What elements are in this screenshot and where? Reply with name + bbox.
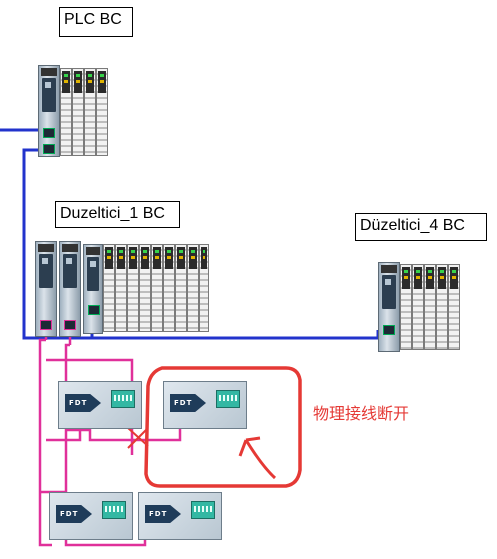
power-module[interactable] <box>59 241 81 337</box>
io-module[interactable] <box>96 68 108 156</box>
io-module[interactable] <box>115 244 127 332</box>
io-module[interactable] <box>436 264 448 350</box>
serial-port[interactable] <box>64 320 76 330</box>
duzeltici-1-ethernet-port[interactable] <box>88 305 100 315</box>
io-module[interactable] <box>139 244 151 332</box>
fdt-device-node[interactable]: FDT <box>138 492 222 540</box>
io-module[interactable] <box>187 244 199 332</box>
disconnect-annotation: 物理接线断开 <box>313 404 410 423</box>
device-icon <box>216 390 240 408</box>
plc-ethernet-port[interactable] <box>43 144 55 154</box>
io-module[interactable] <box>424 264 436 350</box>
plc-ethernet-port[interactable] <box>43 128 55 138</box>
annotation-arrow <box>238 436 277 480</box>
fdt-logo-icon: FDT <box>65 394 101 412</box>
device-icon <box>102 501 126 519</box>
io-module[interactable] <box>163 244 175 332</box>
device-icon <box>191 501 215 519</box>
fdt-device-node[interactable]: FDT <box>58 381 142 429</box>
io-module[interactable] <box>400 264 412 350</box>
plc-head-module[interactable] <box>38 65 60 157</box>
duzeltici-4-ethernet-port[interactable] <box>383 325 395 335</box>
fdt-logo-icon: FDT <box>145 505 181 523</box>
io-module[interactable] <box>175 244 187 332</box>
io-module[interactable] <box>103 244 115 332</box>
io-module[interactable] <box>199 244 209 332</box>
io-module[interactable] <box>72 68 84 156</box>
network-cable <box>0 128 380 340</box>
io-module[interactable] <box>448 264 460 350</box>
duzeltici-1-bc-label[interactable]: Duzeltici_1 BC <box>55 201 180 228</box>
plc-bc-label[interactable]: PLC BC <box>59 7 133 37</box>
io-module[interactable] <box>127 244 139 332</box>
io-module[interactable] <box>151 244 163 332</box>
duzeltici-4-bc-label[interactable]: Düzeltici_4 BC <box>355 213 487 241</box>
device-icon <box>111 390 135 408</box>
io-module[interactable] <box>84 68 96 156</box>
bus-coupler-module[interactable] <box>83 244 103 334</box>
io-module[interactable] <box>412 264 424 350</box>
fdt-logo-icon: FDT <box>56 505 92 523</box>
fdt-device-node[interactable]: FDT <box>163 381 247 429</box>
bus-coupler-module[interactable] <box>378 262 400 352</box>
disconnect-mark <box>127 427 149 449</box>
io-module[interactable] <box>60 68 72 156</box>
serial-port[interactable] <box>40 320 52 330</box>
fdt-logo-icon: FDT <box>170 394 206 412</box>
power-module[interactable] <box>35 241 57 337</box>
annotation-circle <box>144 366 302 488</box>
fdt-device-node[interactable]: FDT <box>49 492 133 540</box>
